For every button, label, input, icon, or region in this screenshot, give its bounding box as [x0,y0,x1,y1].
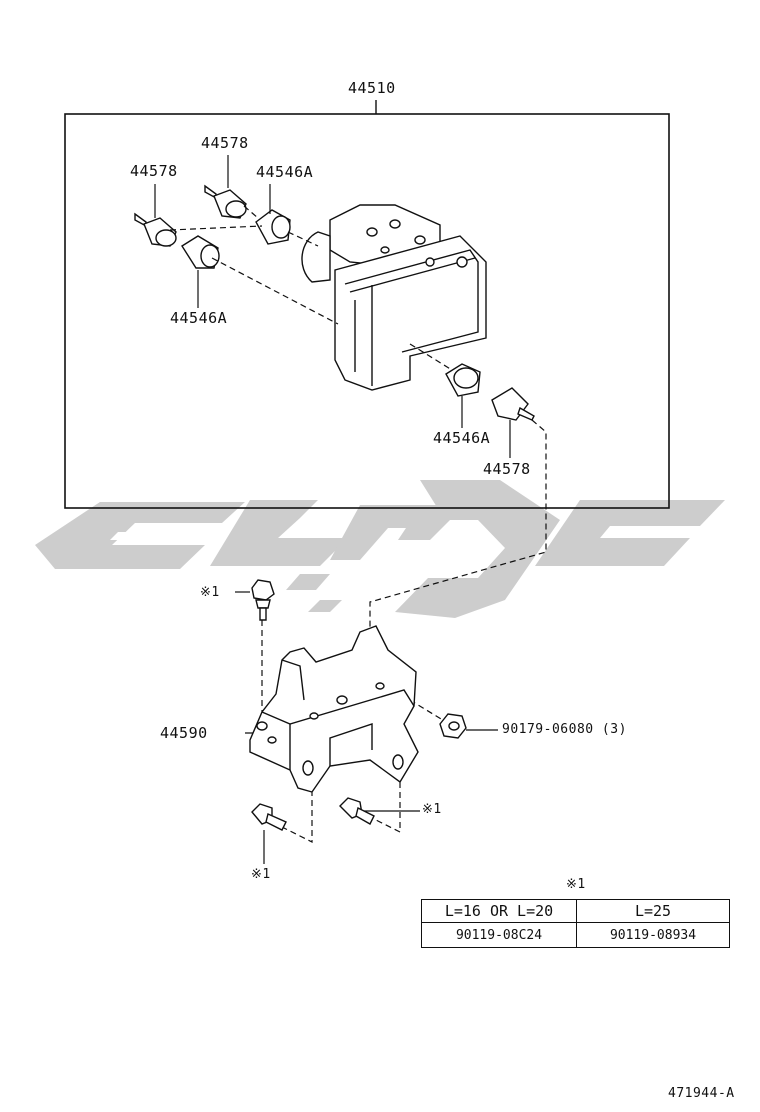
spec-note-ref: ※1 [566,877,586,892]
part-label-plug-lower: 44546A [433,429,491,447]
plug-44546a-upper [255,209,291,245]
part-label-nut: 90179-06080 (3) [502,722,627,737]
part-label-cap-left: 44578 [130,162,178,180]
table-header-cell: L=25 [576,899,730,923]
bolt-bottom [251,803,287,831]
part-label-bracket: 44590 [160,724,208,742]
plug-44546a-lower [445,363,481,397]
table-value-cell: 90119-08C24 [421,922,577,948]
part-label-plug-left: 44546A [170,309,228,327]
assembly-label: 44510 [348,79,396,97]
cap-44578-lower [491,387,535,421]
bolt-length-table: L=16 OR L=20 L=25 90119-08C24 90119-0893… [421,899,730,948]
part-label-cap-mid: 44578 [201,134,249,152]
cap-44578-mid [204,184,247,219]
bolt-right [339,797,375,825]
leader-lines [154,155,511,864]
assembly-frame [64,113,670,509]
bolt-ref-top: ※1 [200,585,220,600]
table-header-cell: L=16 OR L=20 [421,899,577,923]
bracket-44590 [249,625,419,793]
part-label-cap-lower: 44578 [483,460,531,478]
bolt-ref-bottom: ※1 [251,867,271,882]
bolt-top [251,579,275,621]
part-label-plug-upper: 44546A [256,163,314,181]
table-value-cell: 90119-08934 [576,922,730,948]
watermark-logo [35,480,725,618]
nut-90179 [439,713,467,739]
abs-actuator [301,204,487,391]
cap-44578-left [134,212,177,247]
bolt-ref-right: ※1 [422,802,442,817]
figure-id: 471944-A [668,1086,735,1101]
plug-44546a-left [181,235,220,269]
